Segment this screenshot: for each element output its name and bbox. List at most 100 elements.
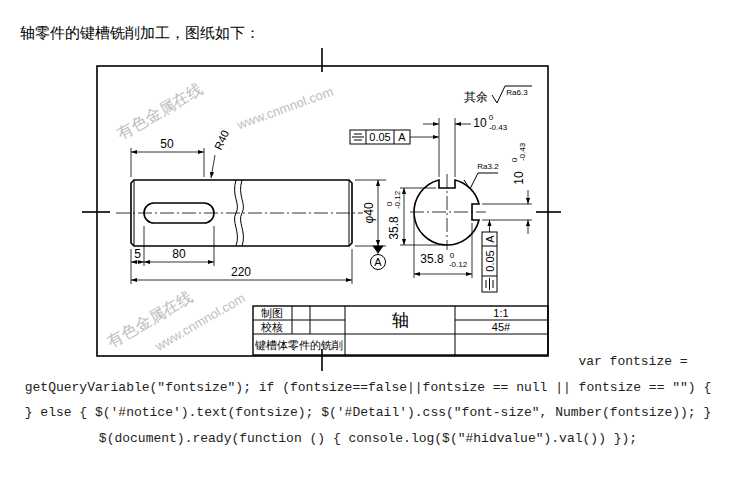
code-text: var fontsize = getQueryVariable("fontsiz… (18, 349, 718, 451)
datum-circle: A (370, 254, 386, 270)
datum-letter: A (374, 257, 381, 268)
title-block-cell: 键槽体零件的铣削 (255, 340, 343, 351)
dimension-value: 10 (513, 170, 525, 185)
dimension-lines (455, 124, 471, 125)
dimension-lines (414, 216, 415, 278)
dimension-lines (131, 118, 532, 284)
title-block-cell: 45# (492, 322, 510, 333)
dimension-value: 80 (171, 248, 186, 260)
title-block (310, 306, 311, 334)
shaft-section-view (410, 212, 486, 213)
tolerance-frame (354, 140, 362, 141)
drawing-frame (321, 349, 323, 371)
dimension-lines (414, 274, 472, 275)
dimension-lines (355, 180, 386, 181)
datum-letter: A (484, 234, 495, 243)
tolerance-frame (489, 278, 490, 290)
tolerance-value: 0.05 (368, 132, 391, 143)
dimension-lines (214, 226, 215, 266)
title-block (253, 306, 548, 355)
dimension-lines (404, 188, 405, 245)
dimension-value: 220 (230, 266, 252, 278)
tolerance-deviation: 0 (488, 114, 494, 122)
tolerance-frame (482, 246, 497, 247)
dimension-lines (373, 246, 383, 253)
tolerance-deviation: 0 (449, 252, 455, 260)
tolerance-frame (352, 137, 364, 138)
dimension-lines (131, 249, 132, 284)
shaft-section-view (410, 174, 486, 250)
tolerance-value: 0.05 (484, 249, 495, 272)
tolerance-frame (482, 232, 497, 292)
tolerance-deviation: -0.12 (448, 261, 468, 269)
tolerance-frame (482, 276, 497, 277)
tolerance-deviation: 0 (511, 157, 519, 163)
roughness-value: Ra3.2 (477, 163, 498, 171)
dimension-lines (439, 118, 440, 177)
tolerance-frame (366, 130, 367, 144)
title-block (253, 320, 345, 321)
shaft-front-view (116, 180, 366, 246)
drawing-frame (97, 66, 548, 356)
dimension-value: 35.8 (388, 215, 400, 240)
dimension-lines (489, 220, 490, 232)
roughness-symbol (492, 86, 532, 103)
dimension-lines (472, 223, 473, 278)
dimension-lines (144, 226, 145, 266)
tolerance-deviation: -0.12 (394, 190, 402, 210)
title-block (455, 306, 456, 355)
dimension-lines (455, 118, 456, 177)
dimension-value: 5 (133, 248, 142, 260)
tolerance-deviation: -0.43 (488, 124, 508, 132)
dimension-lines (528, 190, 529, 204)
roughness-value: Ra6.3 (506, 89, 527, 97)
title-block-cell: 1:1 (493, 308, 508, 319)
title-block (345, 306, 346, 355)
part-name: 轴 (392, 312, 409, 329)
dimension-lines (378, 180, 379, 246)
dimension-lines (423, 124, 439, 125)
dimension-lines (482, 204, 532, 205)
dimension-lines (528, 220, 529, 234)
roughness-note: 其余 (464, 91, 488, 103)
tolerance-frame (354, 134, 362, 135)
tolerance-frame (493, 280, 494, 288)
drawing-frame (536, 211, 561, 213)
dimension-lines (352, 249, 353, 284)
dimension-lines (410, 137, 439, 138)
drawing-frame (82, 211, 110, 213)
watermark: www.cnmnol.com (235, 85, 334, 132)
diameter-value: φ40 (363, 201, 375, 224)
roughness-symbol (464, 173, 498, 189)
dimension-lines (131, 152, 204, 153)
dimension-lines (400, 245, 444, 246)
title-block (292, 306, 293, 334)
datum-letter: A (397, 132, 406, 143)
title-block (253, 306, 548, 355)
tolerance-deviation: -0.43 (519, 142, 527, 162)
tolerance-frame (486, 280, 487, 288)
tolerance-frame (394, 130, 395, 144)
dimension-lines (131, 280, 352, 281)
title-block-cell: 制图 (261, 308, 283, 319)
title-block-cell: 校核 (261, 322, 283, 333)
radius-value: R40 (212, 128, 231, 153)
dimension-value: 50 (159, 138, 174, 150)
shaft-section-view (414, 180, 479, 245)
dimension-lines (400, 188, 436, 189)
tolerance-frame (350, 130, 497, 292)
tolerance-deviation: 0 (386, 201, 394, 207)
watermark: 有色金属在线 (114, 81, 205, 143)
tolerance-frame (350, 130, 410, 144)
title-block (253, 334, 548, 335)
dimension-value: 10 (472, 117, 487, 129)
dimension-value: 35.8 (419, 253, 444, 265)
dimension-lines (144, 262, 214, 263)
page-heading: 轴零件的键槽铣削加工，图纸如下： (20, 24, 260, 42)
shaft-section-view (447, 174, 448, 250)
title-block (455, 320, 548, 321)
dimension-lines (211, 155, 215, 178)
dimension-lines (131, 262, 144, 263)
roughness-symbol (464, 86, 532, 189)
